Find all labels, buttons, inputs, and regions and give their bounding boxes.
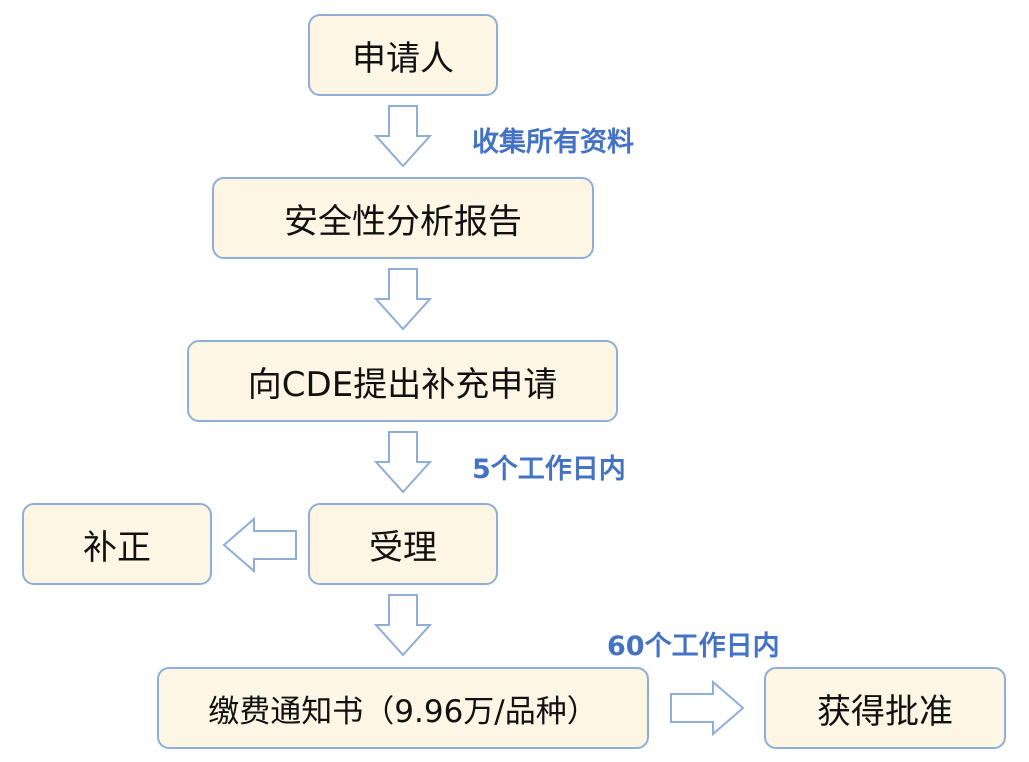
arrow-down-2-icon xyxy=(373,268,433,331)
arrow-down-1-icon xyxy=(373,105,433,168)
arrow-down-3-icon xyxy=(373,431,433,494)
node-approval: 获得批准 xyxy=(764,667,1006,749)
node-payment-notice: 缴费通知书（9.96万/品种） xyxy=(157,667,649,749)
node-safety-report: 安全性分析报告 xyxy=(212,177,594,259)
annotation-sixty-working-days: 60个工作日内 xyxy=(607,631,780,662)
node-supplement-label: 补正 xyxy=(83,527,151,568)
arrow-down-4-icon xyxy=(373,594,433,657)
annotation-five-working-days: 5个工作日内 xyxy=(472,454,626,485)
node-acceptance-label: 受理 xyxy=(369,527,437,568)
node-submit-cde-label: 向CDE提出补充申请 xyxy=(247,364,558,405)
node-submit-cde: 向CDE提出补充申请 xyxy=(187,340,618,422)
node-applicant-label: 申请人 xyxy=(352,38,454,79)
node-safety-report-label: 安全性分析报告 xyxy=(284,201,522,242)
node-supplement: 补正 xyxy=(22,503,212,585)
node-approval-label: 获得批准 xyxy=(817,691,953,732)
arrow-right-icon xyxy=(670,679,745,737)
annotation-collect-materials: 收集所有资料 xyxy=(472,127,634,158)
arrow-left-icon xyxy=(222,516,297,574)
node-applicant: 申请人 xyxy=(308,14,498,96)
node-acceptance: 受理 xyxy=(308,503,498,585)
node-payment-notice-label: 缴费通知书（9.96万/品种） xyxy=(208,693,598,730)
